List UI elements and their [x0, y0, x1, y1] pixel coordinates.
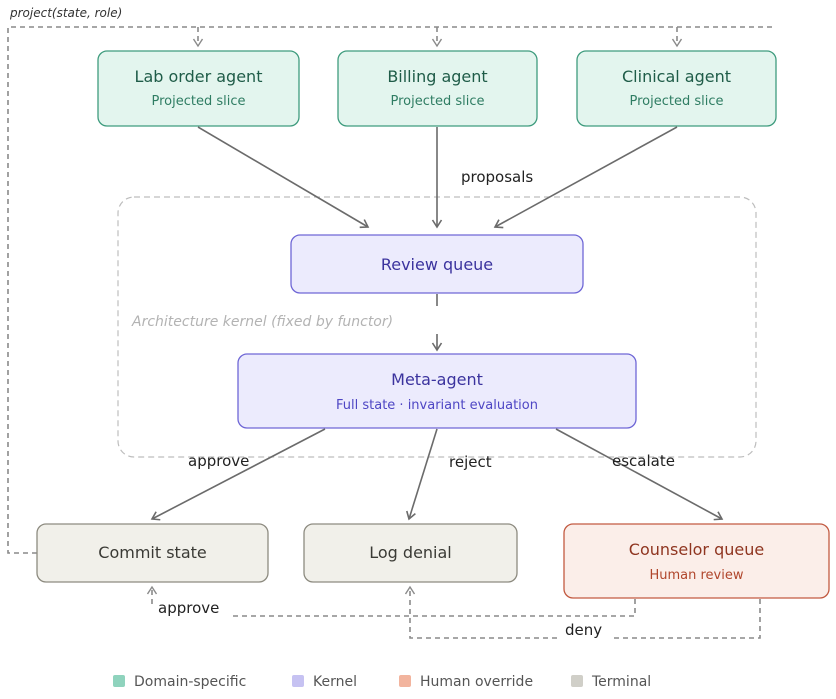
legend-label-human: Human override	[420, 674, 533, 690]
legend-label-terminal: Terminal	[591, 674, 651, 690]
lab-order-agent-subtitle: Projected slice	[151, 94, 245, 109]
legend-label-kernel: Kernel	[313, 674, 357, 690]
meta-agent-node[interactable]: Meta-agent Full state · invariant evalua…	[237, 353, 637, 429]
human-approve-label: approve	[158, 599, 219, 617]
legend-swatch-domain	[113, 675, 125, 687]
clinical-agent-subtitle: Projected slice	[629, 94, 723, 109]
lab-order-agent-title: Lab order agent	[135, 67, 263, 86]
counselor-queue-title: Counselor queue	[629, 540, 764, 559]
deny-path-right	[610, 599, 761, 639]
approve-arrow	[150, 428, 326, 521]
billing-agent-title: Billing agent	[387, 67, 487, 86]
lab-order-agent-node[interactable]: Lab order agent Projected slice	[97, 50, 300, 127]
lab-proposal-arrow	[197, 126, 370, 229]
legend-swatch-human	[399, 675, 411, 687]
escalate-arrow	[555, 428, 724, 521]
log-denial-node[interactable]: Log denial	[303, 523, 518, 583]
counselor-queue-node[interactable]: Counselor queue Human review	[563, 523, 830, 599]
projection-label: project(state, role)	[9, 6, 122, 20]
legend: Domain-specific Kernel Human override Te…	[113, 674, 651, 690]
proposals-label: proposals	[461, 168, 533, 186]
commit-state-title: Commit state	[98, 543, 206, 562]
log-denial-title: Log denial	[369, 543, 452, 562]
deny-label: deny	[565, 621, 602, 639]
commit-state-node[interactable]: Commit state	[36, 523, 269, 583]
deny-path-left	[404, 585, 557, 639]
reject-arrow	[406, 428, 438, 521]
meta-agent-title: Meta-agent	[391, 370, 483, 389]
human-approve-path	[232, 599, 636, 617]
billing-agent-node[interactable]: Billing agent Projected slice	[337, 50, 538, 127]
legend-swatch-terminal	[571, 675, 583, 687]
legend-swatch-kernel	[292, 675, 304, 687]
projection-loop	[7, 26, 774, 554]
approve-label: approve	[188, 452, 249, 470]
kernel-label: Architecture kernel (fixed by functor)	[131, 314, 393, 330]
clinical-agent-title: Clinical agent	[622, 67, 731, 86]
counselor-queue-subtitle: Human review	[649, 568, 743, 583]
review-queue-title: Review queue	[381, 255, 493, 274]
reject-label: reject	[449, 453, 492, 471]
escalate-label: escalate	[612, 452, 675, 470]
clinical-proposal-arrow	[493, 126, 678, 229]
legend-label-domain: Domain-specific	[134, 674, 246, 690]
review-queue-node[interactable]: Review queue	[290, 234, 584, 294]
billing-agent-subtitle: Projected slice	[390, 94, 484, 109]
meta-agent-subtitle: Full state · invariant evaluation	[336, 398, 538, 413]
clinical-agent-node[interactable]: Clinical agent Projected slice	[576, 50, 777, 127]
